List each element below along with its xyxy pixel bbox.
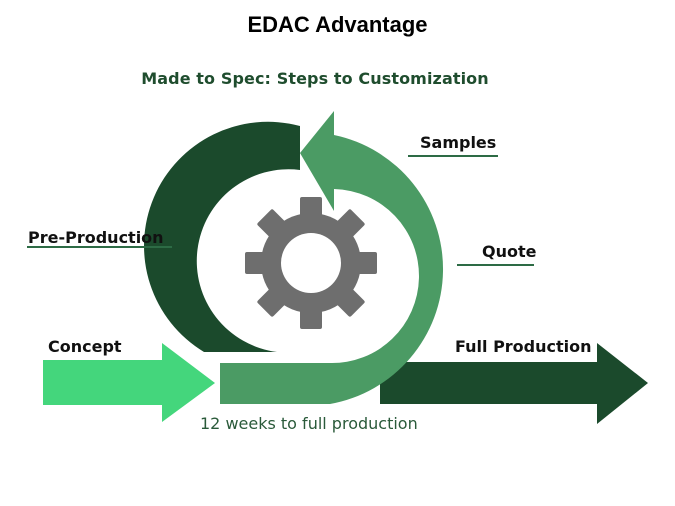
pre-production-underline xyxy=(27,246,172,248)
step-label-pre-production: Pre-Production xyxy=(28,228,164,247)
quote-underline xyxy=(457,264,534,266)
step-label-concept: Concept xyxy=(48,337,122,356)
pre-production-arc xyxy=(144,121,300,352)
samples-underline xyxy=(408,155,498,157)
step-label-quote: Quote xyxy=(482,242,537,261)
gear-icon xyxy=(245,197,377,329)
diagram-subtitle: Made to Spec: Steps to Customization xyxy=(141,69,489,88)
main-cycle-loop xyxy=(220,111,444,404)
timeline-caption: 12 weeks to full production xyxy=(200,414,418,433)
page-title: EDAC Advantage xyxy=(247,12,428,37)
step-label-samples: Samples xyxy=(420,133,497,152)
step-label-full-production: Full Production xyxy=(455,337,592,356)
full-production-arrow xyxy=(380,343,648,424)
concept-arrow xyxy=(43,343,215,422)
